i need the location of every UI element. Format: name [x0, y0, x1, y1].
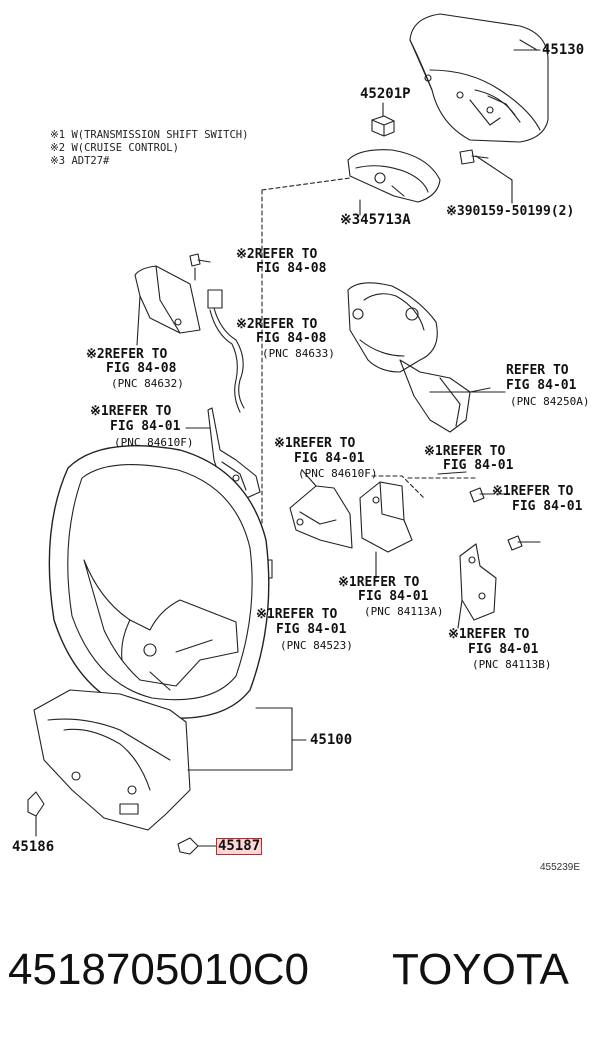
ref-cruise-switch-line3: (PNC 84632): [111, 377, 184, 390]
bracket-84113b-drawing: [457, 543, 497, 629]
ref-84113b-line1: ※1REFER TO: [448, 627, 530, 642]
ref-84250a-line2: FIG 84-01: [506, 378, 577, 393]
ref-84113b-line3: (PNC 84113B): [472, 658, 552, 671]
bracket-45100: [187, 707, 293, 771]
ref-84610f-left-line3: (PNC 84610F): [114, 436, 194, 449]
ref-cruise-switch-line2: FIG 84-08: [106, 361, 177, 376]
ref-cruise-wire-line3: (PNC 84633): [262, 347, 335, 360]
screw-90159-drawing: [459, 149, 513, 204]
ref-84610f-left-line1: ※1REFER TO: [90, 404, 172, 419]
airbag-cover-45130-drawing: [409, 13, 549, 143]
note-adt27: ※3 ADT27#: [50, 155, 110, 167]
figure-id: 455239E: [540, 862, 581, 873]
ref-cruise-switch-line1: ※2REFER TO: [86, 347, 168, 362]
cruise-wire-drawing: [207, 289, 245, 413]
part-label-45100: 45100: [310, 732, 353, 748]
note-transmission-shift-switch: ※1 W(TRANSMISSION SHIFT SWITCH): [50, 129, 249, 141]
part-label-45713a: ※345713A: [340, 212, 411, 228]
screw-right-drawing: [469, 487, 533, 551]
ref-screw-right-2-line1: ※1REFER TO: [492, 484, 574, 499]
part-label-45201p: 45201P: [360, 86, 411, 102]
ref-84113b-line2: FIG 84-01: [468, 642, 539, 657]
part-label-90159-50199: ※390159-50199(2): [446, 204, 575, 219]
ref-screw-right-1-line2: FIG 84-01: [443, 458, 514, 473]
ref-84523-line1: ※1REFER TO: [256, 607, 338, 622]
footer: 4518705010C0 TOYOTA: [0, 945, 600, 1005]
footer-part-number: 4518705010C0: [8, 945, 309, 994]
nut-45201p-drawing: [371, 102, 395, 137]
part-label-45186: 45186: [12, 839, 55, 855]
ref-84523-line3: (PNC 84523): [280, 639, 353, 652]
ref-84113a-line2: FIG 84-01: [358, 589, 429, 604]
part-label-45187-highlighted[interactable]: 45187: [216, 838, 263, 855]
spiral-cable-45713a-drawing: [347, 149, 441, 216]
ref-84523-line2: FIG 84-01: [276, 622, 347, 637]
bracket-84113a-drawing: [359, 481, 413, 579]
steering-wheel-45100-drawing: [48, 445, 270, 719]
footer-brand: TOYOTA: [392, 945, 569, 994]
ref-84610f-left-line2: FIG 84-01: [110, 419, 181, 434]
note-cruise-control: ※2 W(CRUISE CONTROL): [50, 142, 179, 154]
ref-cruise-screw-line2: FIG 84-08: [256, 261, 327, 276]
cruise-switch-drawing: [134, 253, 211, 346]
ref-84113a-line3: (PNC 84113A): [364, 605, 444, 618]
ref-cruise-wire-line1: ※2REFER TO: [236, 317, 318, 332]
ref-screw-right-1-line1: ※1REFER TO: [424, 444, 506, 459]
ref-84610f-mid-line2: FIG 84-01: [294, 451, 365, 466]
ref-84113a-line1: ※1REFER TO: [338, 575, 420, 590]
ref-84610f-mid-line3: (PNC 84610F): [298, 467, 378, 480]
ref-cruise-screw-line1: ※2REFER TO: [236, 247, 318, 262]
ref-screw-right-2-line2: FIG 84-01: [512, 499, 583, 514]
switch-module-84250a-drawing: [347, 282, 491, 433]
ref-84250a-line3: (PNC 84250A): [510, 395, 590, 408]
paddle-switch-mid-drawing: [289, 469, 353, 549]
ref-cruise-wire-line2: FIG 84-08: [256, 331, 327, 346]
lower-cover-drawing: [27, 689, 217, 855]
ref-84250a-line1: REFER TO: [506, 363, 569, 378]
part-label-45130: 45130: [542, 42, 585, 58]
ref-84610f-mid-line1: ※1REFER TO: [274, 436, 356, 451]
